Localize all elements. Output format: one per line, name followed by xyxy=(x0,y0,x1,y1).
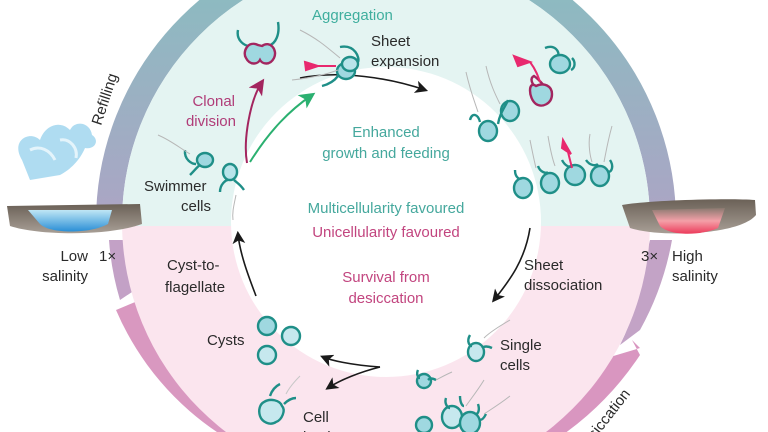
cysts-label: Cysts xyxy=(207,332,245,349)
low-salinity-multiplier: 1× xyxy=(99,248,116,265)
arrow-to-cysts xyxy=(320,354,381,368)
cycle-arrows xyxy=(232,74,531,390)
cell-death-label-line2: death xyxy=(298,429,336,432)
sheet-expansion-label-line1: Sheet xyxy=(371,33,411,50)
high-salinity-label-line1: High xyxy=(672,248,703,265)
inner-circle xyxy=(231,67,541,377)
arrow-aggregation xyxy=(249,92,316,163)
sheet-dissociation-label-line2: dissociation xyxy=(524,277,602,294)
sheet-cluster-lower-icon xyxy=(512,125,614,200)
cells xyxy=(157,21,614,432)
cyst-to-flagellate-label-line2: flagellate xyxy=(165,279,225,296)
high-salinity-water xyxy=(652,208,725,234)
swimmer-cells-label-line1: Swimmer xyxy=(144,178,207,195)
low-salinity-pond xyxy=(7,123,142,234)
sheet-cluster-upper-icon xyxy=(465,45,576,143)
unicellularity-favoured-label: Unicellularity favoured xyxy=(312,224,460,241)
dying-cell-icon xyxy=(258,375,301,425)
enhanced-growth-label-line1: Enhanced xyxy=(352,124,420,141)
low-salinity-label-line2: salinity xyxy=(42,268,88,285)
clonal-division-label-line1: Clonal xyxy=(192,93,235,110)
single-cells-label-line1: Single xyxy=(500,337,542,354)
aggregating-cell-icon xyxy=(291,29,360,88)
survival-label-line1: Survival from xyxy=(342,269,430,286)
survival-label-line2: desiccation xyxy=(348,290,423,307)
sheet-dissociation-label-line1: Sheet xyxy=(524,257,564,274)
multicellularity-favoured-label: Multicellularity favoured xyxy=(308,200,465,217)
low-salinity-label-line1: Low xyxy=(60,248,88,265)
arrow-sheet-expansion xyxy=(299,74,429,93)
desiccation-arc-upper-right xyxy=(620,240,672,345)
arrow-cyst-to-flagellate xyxy=(232,230,257,297)
low-salinity-water xyxy=(28,210,112,232)
arrow-sheet-dissociation xyxy=(492,227,531,303)
cell-death-label-line1: Cell xyxy=(303,409,329,426)
high-salinity-multiplier: 3× xyxy=(641,248,658,265)
swimmer-cell-icon xyxy=(157,134,245,221)
arrow-to-cell-death xyxy=(325,366,381,390)
swimmer-cells-label-line2: cells xyxy=(181,198,211,215)
cysts-icon xyxy=(256,315,302,366)
clonal-division-label-line2: division xyxy=(186,113,236,130)
dividing-cell-icon xyxy=(236,21,280,65)
water-splash-icon xyxy=(18,123,96,180)
arrow-clonal-division xyxy=(244,78,265,164)
high-salinity-label-line2: salinity xyxy=(672,268,718,285)
single-cells-label-line2: cells xyxy=(500,357,530,374)
single-cells-icon xyxy=(414,319,511,432)
high-salinity-pond xyxy=(622,199,756,234)
cyst-to-flagellate-label-line1: Cyst-to- xyxy=(167,257,220,274)
sheet-expansion-label-line2: expansion xyxy=(371,53,439,70)
enhanced-growth-label-line2: growth and feeding xyxy=(322,145,450,162)
desiccation-arc-upper-left xyxy=(109,240,135,300)
aggregation-label: Aggregation xyxy=(312,7,393,24)
